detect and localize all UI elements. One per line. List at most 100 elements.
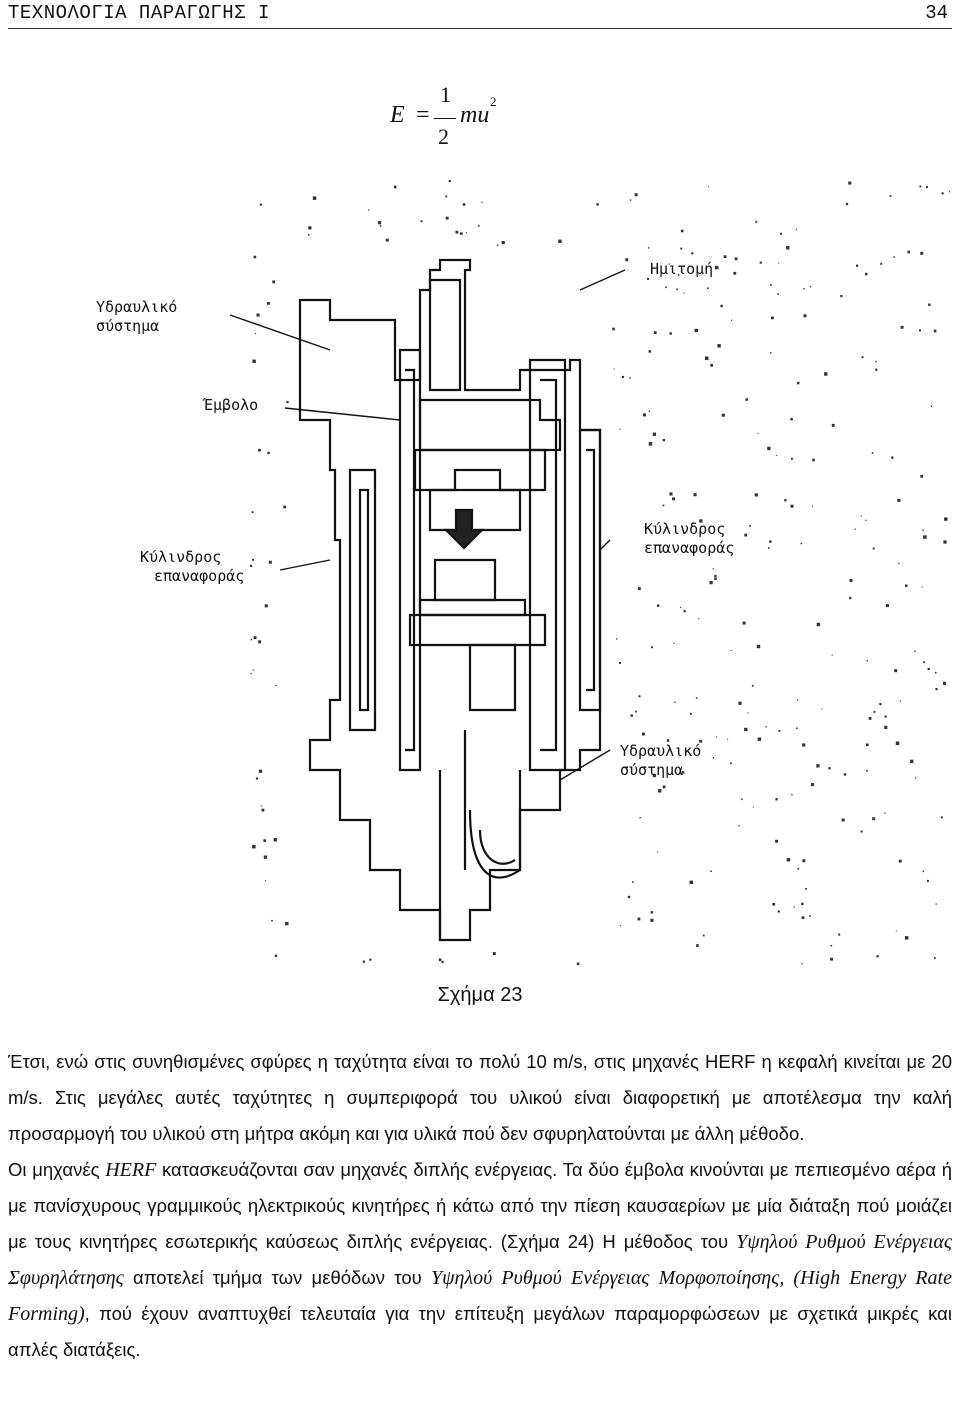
speckle <box>824 372 828 376</box>
label-half-section: Ημιτομή <box>650 260 713 279</box>
speckle <box>754 493 758 497</box>
speckle <box>720 304 723 308</box>
speckle <box>770 352 772 354</box>
speckle <box>895 930 897 932</box>
speckle <box>501 241 505 245</box>
speckle <box>771 316 774 320</box>
speckle <box>860 830 863 833</box>
speckle <box>866 660 868 662</box>
speckle <box>698 618 700 620</box>
figure-caption: Σχήμα 23 <box>437 984 523 1006</box>
speckle <box>731 319 733 321</box>
speckle <box>812 458 815 462</box>
speckle <box>775 798 778 801</box>
speckle <box>712 757 714 759</box>
speckle <box>635 710 637 713</box>
speckle <box>693 493 697 497</box>
speckle <box>848 181 852 185</box>
speckle <box>904 936 909 940</box>
speckle <box>741 798 743 801</box>
speckle <box>699 519 703 523</box>
speckle <box>897 498 901 502</box>
speckle <box>940 816 943 819</box>
speckle <box>652 773 657 778</box>
speckle <box>312 196 317 200</box>
speckle <box>445 195 448 198</box>
leader-lines <box>229 269 626 781</box>
speckle <box>876 955 879 958</box>
speckle <box>710 870 712 872</box>
speckle <box>643 413 646 417</box>
speckle <box>619 662 621 664</box>
speckle <box>803 288 805 290</box>
speckle <box>699 739 703 743</box>
speckle <box>619 925 621 927</box>
speckle <box>710 363 714 367</box>
speckle <box>830 944 833 947</box>
speckle <box>308 226 312 230</box>
speckle <box>683 292 685 294</box>
speckle <box>666 739 670 742</box>
speckle <box>866 769 868 772</box>
speckle <box>694 328 698 333</box>
speckle <box>252 359 256 363</box>
speckle <box>660 528 662 530</box>
speckle <box>647 247 650 249</box>
speckle <box>898 859 902 863</box>
speckle <box>759 261 762 264</box>
speckle <box>612 327 615 331</box>
speckle <box>831 423 835 427</box>
speckle <box>712 568 714 570</box>
machine-drawing <box>229 180 951 966</box>
speckle <box>944 517 948 521</box>
speckle <box>264 604 268 608</box>
speckle <box>362 960 365 963</box>
label-hydraulic-system-bottom: Υδραυλικό σύστημα <box>620 742 701 780</box>
speckle <box>369 958 372 961</box>
p2-italic-term: Υψηλού Ρυθμού Ενέργειας Μορφοποίησης, (H… <box>8 1267 952 1325</box>
kinetic-energy-formula: E = 1 2 mu 2 <box>390 82 530 162</box>
speckle <box>884 715 887 718</box>
speckle <box>856 264 859 267</box>
speckle <box>800 542 803 545</box>
speckle <box>629 199 632 201</box>
speckle <box>811 783 815 787</box>
speckle <box>907 250 910 254</box>
speckle <box>638 695 641 698</box>
speckle <box>709 581 713 585</box>
speckle <box>752 806 754 808</box>
speckle <box>780 232 782 235</box>
speckle <box>258 448 261 452</box>
speckle <box>252 669 254 671</box>
speckle <box>695 697 698 699</box>
speckle <box>934 671 937 674</box>
paragraph-1: Έτσι, ενώ στις συνηθισμένες σφύρες η ταχ… <box>8 1051 952 1144</box>
speckle <box>455 230 459 234</box>
speckle <box>683 610 686 613</box>
speckle <box>821 708 823 710</box>
speckle <box>438 958 442 962</box>
speckle <box>778 262 780 264</box>
speckle <box>816 622 821 627</box>
speckle <box>285 921 289 926</box>
speckle <box>681 771 685 774</box>
speckle <box>658 789 662 793</box>
label-line: Υδραυλικό <box>96 298 178 316</box>
speckle <box>260 805 262 807</box>
speckle <box>928 303 931 306</box>
machine-outline <box>298 258 602 942</box>
speckle <box>629 377 631 379</box>
speckle <box>757 432 759 434</box>
speckle <box>893 256 895 258</box>
p2-herf: HERF <box>105 1159 157 1181</box>
speckle <box>838 933 841 936</box>
speckle <box>642 732 645 736</box>
speckle <box>745 398 748 401</box>
speckle <box>922 870 924 873</box>
speckle <box>393 185 397 189</box>
speckle <box>757 737 762 741</box>
speckle <box>879 703 882 706</box>
speckle <box>705 356 709 360</box>
speckle <box>265 880 267 882</box>
speckle <box>368 209 370 211</box>
